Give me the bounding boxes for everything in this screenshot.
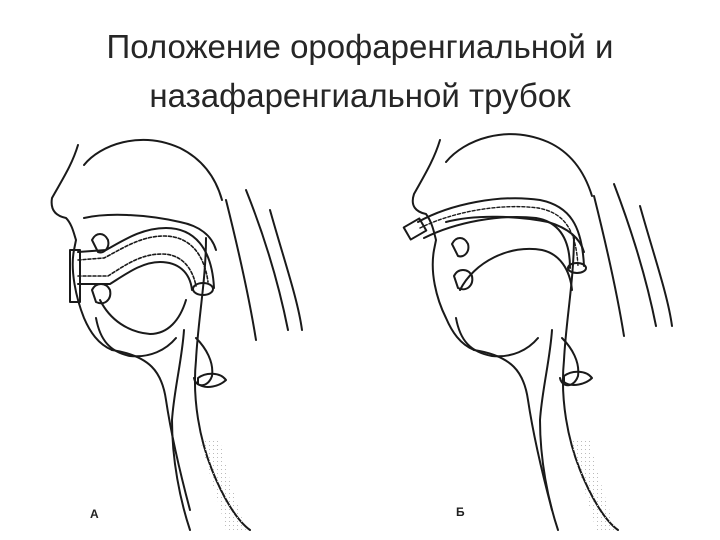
panel-b-tongue [459,247,573,291]
panel-a-larynx [197,372,227,388]
panel-a-spine-line-3 [269,209,303,331]
panel-b-illustration [402,133,673,531]
panel-b-lower-teeth [453,269,474,291]
panel-b-trachea-shading [570,440,616,530]
panel-a-neck-front [111,349,191,511]
panel-b-spine-line-3 [639,205,673,327]
panel-b-epiglottis [559,337,580,387]
panel-a-tube-flange [69,249,81,303]
panel-a-tongue [99,299,187,335]
panel-a-skull-outline [83,139,223,201]
panel-b-tube-tip [567,262,587,274]
panel-b-jaw [455,317,539,358]
slide-title-line-1: Положение орофаренгиальной и [106,28,614,65]
panel-a-tube-tip [192,282,214,296]
panel-a-spine-line-1 [225,199,257,341]
panel-b-label: Б [456,505,465,519]
panel-a-trachea-shading [200,440,246,530]
panel-b-tube-dash-1 [419,205,579,267]
panel-a-label: А [90,507,99,521]
panel-a-spine-line-2 [245,189,289,331]
panel-b-nasal-floor [445,215,585,253]
panel-a-nasal-floor [83,213,217,251]
panel-b-larynx [563,370,593,386]
panel-a-tube-lower [77,253,197,287]
panel-b-tube-inner [423,215,571,269]
panel-a-tube-upper [77,235,209,283]
panel-a-upper-teeth [91,233,110,254]
panel-a-tube-inner [77,261,193,291]
panel-b-tube-flange [402,217,428,241]
panel-a-tube-outer [77,227,215,289]
panel-a-jaw [95,317,177,358]
panel-b-spine-line-2 [613,183,657,327]
slide-title-line-2: назафаренгиальной трубок [149,77,571,114]
panel-a-illustration [50,139,303,531]
panel-b-pharynx-inner [539,329,559,531]
panel-a-face-profile [50,144,113,351]
slide-title: Положение орофаренгиальной и назафаренги… [40,22,680,120]
panel-b-skull-outline [445,133,593,197]
panel-b-face-profile [411,139,475,351]
panel-b-upper-teeth [451,237,470,258]
panel-b-tube-outer [417,197,585,267]
panel-a-pharynx-inner [171,329,191,531]
panel-b-spine-line-1 [593,195,625,337]
